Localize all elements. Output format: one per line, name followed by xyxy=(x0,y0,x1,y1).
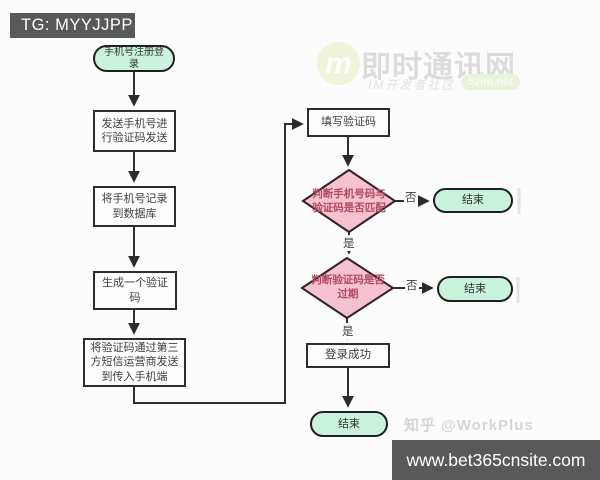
node-send-sms: 将验证码通过第三方短信运营商发送到传入手机端 xyxy=(83,338,186,387)
node-check-expired-label: 判断验证码是否过期 xyxy=(311,274,385,300)
brand-watermark-badge: 52im.net xyxy=(461,74,520,90)
edge-send-sms-to-fill-code xyxy=(133,118,304,404)
node-send-phone: 发送手机号进行验证码发送 xyxy=(93,110,176,152)
node-end-2: 结束 xyxy=(437,276,513,302)
52im-logo-icon: m xyxy=(317,42,360,85)
zhihu-watermark: 知乎 @WorkPlus xyxy=(404,417,534,434)
node-generate-code: 生成一个验证码 xyxy=(93,271,177,310)
node-end-3: 结束 xyxy=(310,411,388,437)
node-record-db: 将手机号记录到数据库 xyxy=(93,186,176,227)
decision-check-match-shape xyxy=(301,168,397,234)
node-fill-code: 填写验证码 xyxy=(307,108,390,137)
node-end-1: 结束 xyxy=(433,188,513,213)
edge-label-no-2: 否 xyxy=(405,277,419,293)
tg-watermark-badge: TG: MYYJJPP xyxy=(10,13,135,38)
edge-label-no-1: 否 xyxy=(404,189,418,205)
edge-label-yes-2: 是 xyxy=(341,323,355,339)
node-start: 手机号注册登录 xyxy=(93,45,175,72)
site-url-bar: www.bet365cnsite.com xyxy=(392,440,600,480)
brand-watermark-subtitle: IM开发者社区 xyxy=(368,78,456,92)
edge-label-yes-1: 是 xyxy=(342,235,356,251)
decision-check-expired-shape xyxy=(300,256,395,320)
node-check-match-label: 判断手机号码与验证码是否匹配 xyxy=(312,188,386,214)
node-login-success: 登录成功 xyxy=(306,343,390,368)
